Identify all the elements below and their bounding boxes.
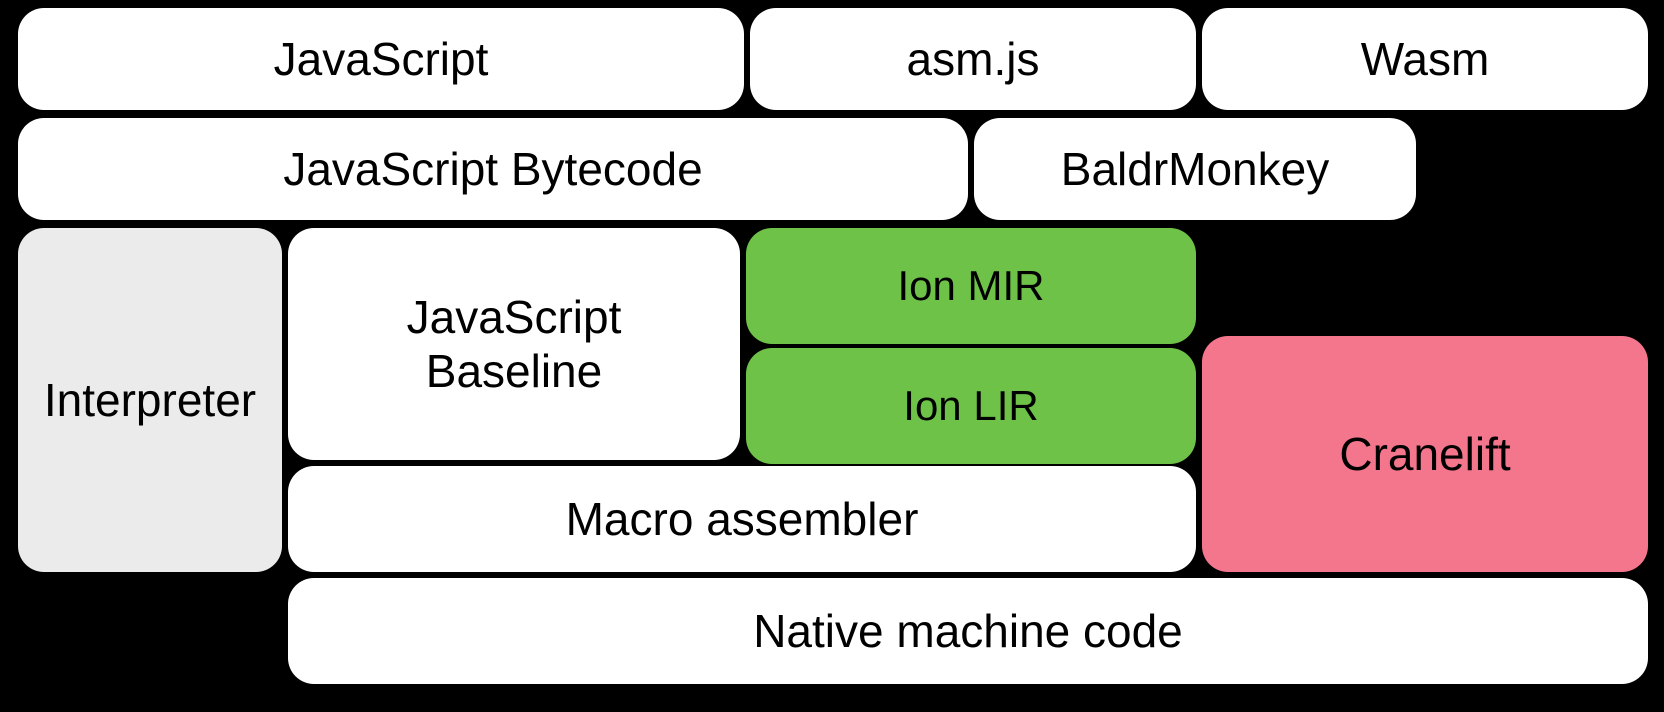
node-ion-lir[interactable]: Ion LIR bbox=[746, 348, 1196, 464]
node-javascript[interactable]: JavaScript bbox=[18, 8, 744, 110]
node-interpreter[interactable]: Interpreter bbox=[18, 228, 282, 572]
node-macro-assembler[interactable]: Macro assembler bbox=[288, 466, 1196, 572]
node-ion-mir[interactable]: Ion MIR bbox=[746, 228, 1196, 344]
node-wasm[interactable]: Wasm bbox=[1202, 8, 1648, 110]
node-javascript-bytecode[interactable]: JavaScript Bytecode bbox=[18, 118, 968, 220]
node-asmjs[interactable]: asm.js bbox=[750, 8, 1196, 110]
node-javascript-baseline[interactable]: JavaScript Baseline bbox=[288, 228, 740, 460]
node-cranelift[interactable]: Cranelift bbox=[1202, 336, 1648, 572]
node-native-machine-code[interactable]: Native machine code bbox=[288, 578, 1648, 684]
node-baldrmonkey[interactable]: BaldrMonkey bbox=[974, 118, 1416, 220]
